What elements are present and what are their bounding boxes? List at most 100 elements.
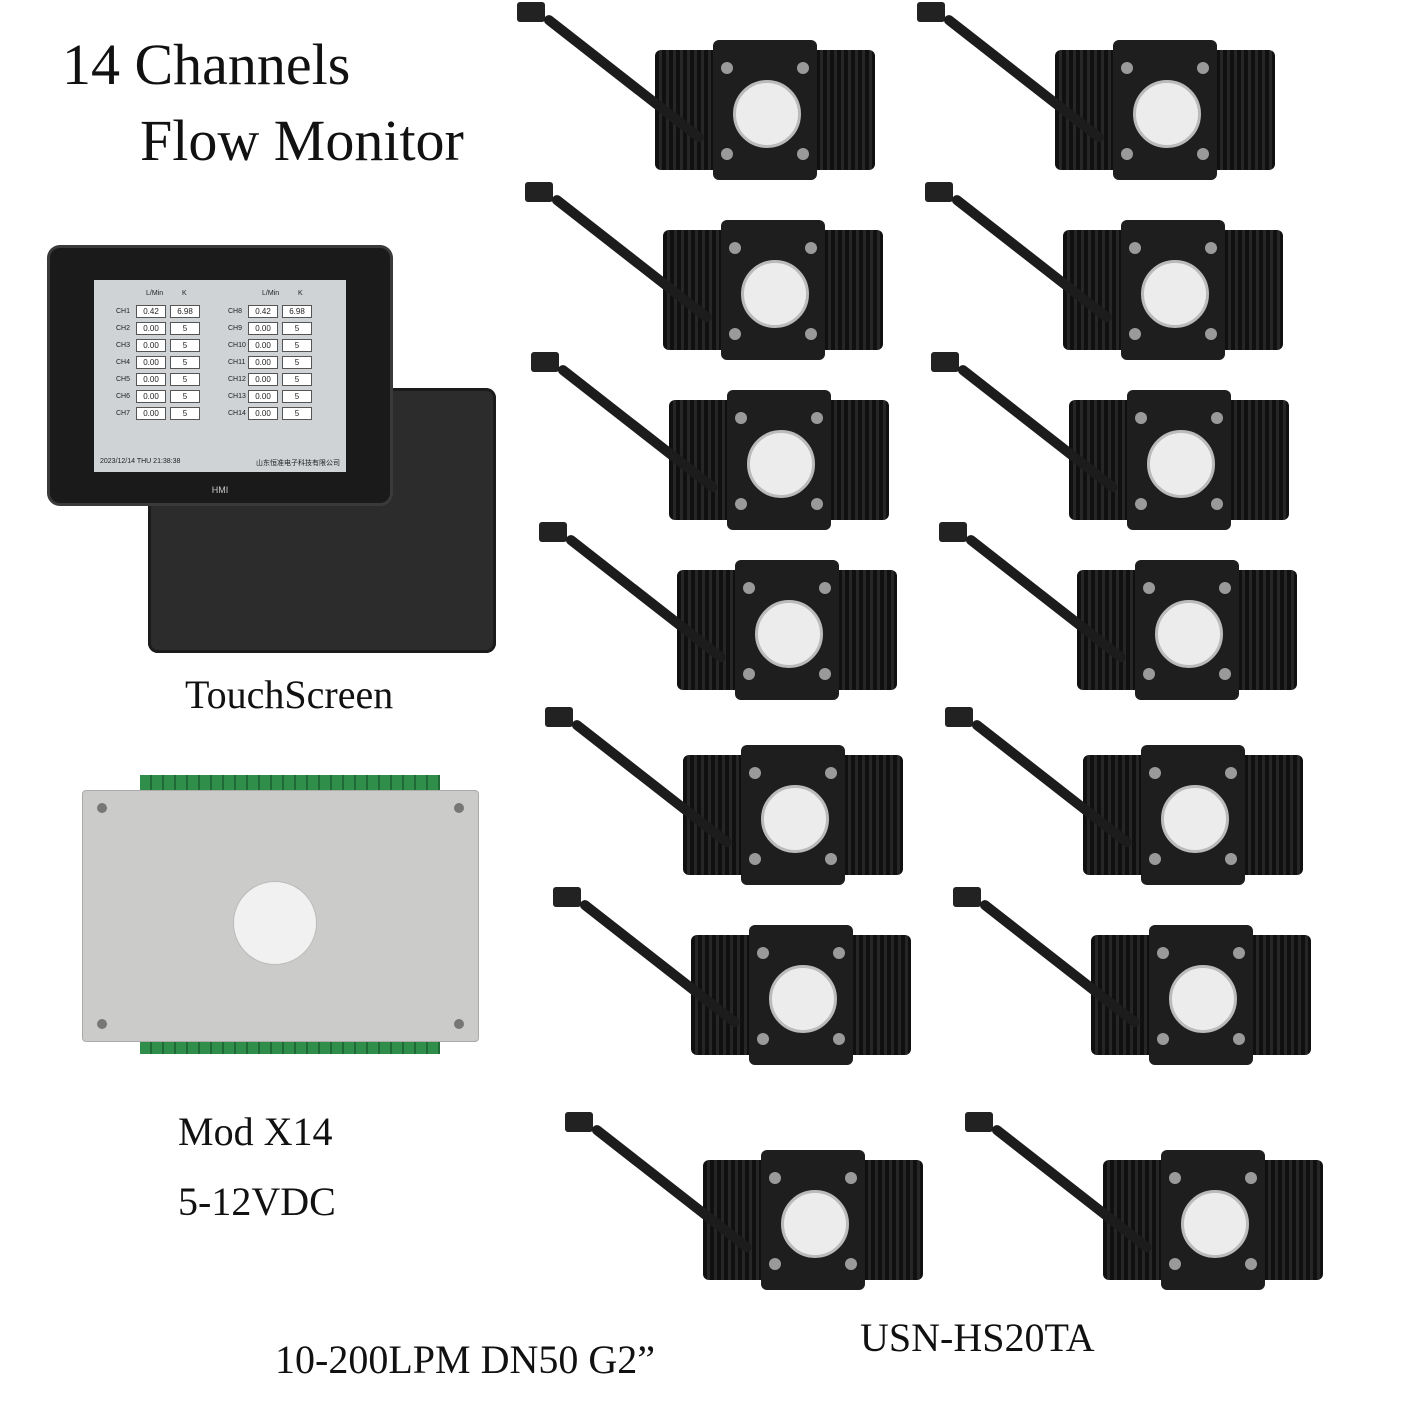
flow-sensor (1091, 925, 1311, 1065)
connector-plug-icon (953, 887, 981, 907)
flow-value: 0.42 (248, 304, 278, 318)
bolt-icon (757, 947, 769, 959)
bolt-icon (819, 668, 831, 680)
bolt-icon (805, 328, 817, 340)
title-line-1: 14 Channels (62, 32, 351, 97)
bolt-icon (1135, 498, 1147, 510)
sensor-label-disc (1155, 600, 1223, 668)
channel-label: CH2 (116, 324, 131, 332)
bolt-icon (769, 1258, 781, 1270)
flow-sensor (703, 1150, 923, 1290)
bolt-icon (797, 62, 809, 74)
module-terminal-bottom (140, 1038, 440, 1054)
k-value: 5 (170, 372, 200, 386)
channel-label: CH8 (228, 307, 243, 315)
flow-value: 0.00 (136, 321, 166, 335)
bolt-icon (825, 767, 837, 779)
channel-label: CH14 (228, 409, 246, 417)
flow-value: 0.00 (136, 338, 166, 352)
channel-label: CH1 (116, 307, 131, 315)
channel-label: CH6 (116, 392, 131, 400)
flow-sensor (655, 40, 875, 180)
flow-sensor (677, 560, 897, 700)
bolt-icon (1211, 498, 1223, 510)
bolt-icon (845, 1258, 857, 1270)
hmi-brand: HMI (211, 485, 229, 495)
bolt-icon (811, 498, 823, 510)
bolt-icon (1149, 767, 1161, 779)
hmi-footer: 2023/12/14 THU 21:38:38 山东恒准电子科技有限公司 (100, 458, 340, 468)
bolt-icon (845, 1172, 857, 1184)
sensor-label-disc (733, 80, 801, 148)
bolt-icon (729, 242, 741, 254)
k-value: 5 (170, 338, 200, 352)
connector-plug-icon (945, 707, 973, 727)
hmi-touchscreen: L/Min K L/Min K 2023/12/14 THU 21:38:38 … (50, 248, 390, 503)
bolt-icon (1219, 582, 1231, 594)
module-caption-model: Mod X14 (178, 1109, 333, 1154)
mod-x14-module (82, 790, 479, 1042)
bolt-icon (1143, 582, 1155, 594)
bolt-icon (1233, 947, 1245, 959)
hmi-datetime: 2023/12/14 THU 21:38:38 (100, 458, 181, 465)
channel-label: CH5 (116, 375, 131, 383)
sensor-label-disc (1147, 430, 1215, 498)
connector-plug-icon (965, 1112, 993, 1132)
connector-plug-icon (545, 707, 573, 727)
module-terminal-top (140, 775, 440, 791)
col-header-k-left: K (182, 290, 187, 297)
bolt-icon (1135, 412, 1147, 424)
flow-sensor (1083, 745, 1303, 885)
bolt-icon (1121, 62, 1133, 74)
screw-icon (97, 803, 107, 813)
sensor-label-disc (1169, 965, 1237, 1033)
connector-plug-icon (539, 522, 567, 542)
screw-icon (97, 1019, 107, 1029)
channel-label: CH7 (116, 409, 131, 417)
channel-label: CH4 (116, 358, 131, 366)
sensor-label-disc (1181, 1190, 1249, 1258)
sensor-model-caption: USN-HS20TA (860, 1315, 1095, 1360)
flow-sensor (1069, 390, 1289, 530)
k-value: 5 (282, 406, 312, 420)
bolt-icon (1157, 947, 1169, 959)
sensor-label-disc (769, 965, 837, 1033)
bolt-icon (1169, 1172, 1181, 1184)
k-value: 5 (282, 355, 312, 369)
k-value: 5 (170, 389, 200, 403)
col-header-flow-right: L/Min (262, 290, 280, 297)
channel-label: CH13 (228, 392, 246, 400)
module-label-sticker (233, 881, 317, 965)
flow-value: 0.00 (248, 389, 278, 403)
bolt-icon (1245, 1172, 1257, 1184)
bolt-icon (729, 328, 741, 340)
flow-sensor (683, 745, 903, 885)
connector-plug-icon (917, 2, 945, 22)
k-value: 6.98 (170, 304, 200, 318)
flow-value: 0.00 (136, 406, 166, 420)
connector-plug-icon (939, 522, 967, 542)
flow-value: 0.00 (136, 389, 166, 403)
channel-label: CH11 (228, 358, 246, 366)
sensor-label-disc (1133, 80, 1201, 148)
flow-value: 0.00 (248, 355, 278, 369)
k-value: 5 (282, 321, 312, 335)
sensor-label-disc (755, 600, 823, 668)
flow-value: 0.00 (248, 372, 278, 386)
connector-plug-icon (525, 182, 553, 202)
bolt-icon (743, 668, 755, 680)
screw-icon (454, 803, 464, 813)
k-value: 5 (282, 389, 312, 403)
bolt-icon (1245, 1258, 1257, 1270)
flow-value: 0.00 (248, 406, 278, 420)
